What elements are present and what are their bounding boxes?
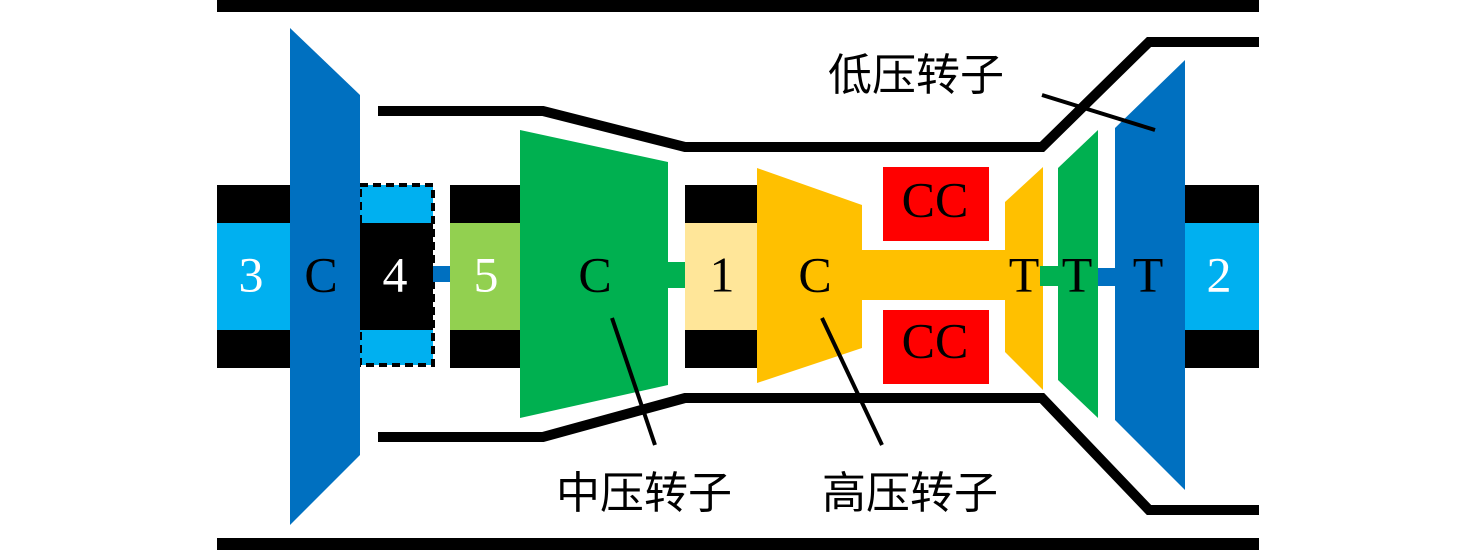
label-lp-compressor: C bbox=[304, 246, 337, 302]
callout-intermediate-pressure-rotor: 中压转子 bbox=[556, 468, 732, 519]
shaft-link-ipc-1 bbox=[665, 262, 687, 288]
ip-compressor bbox=[520, 130, 668, 418]
lp-turbine bbox=[1115, 60, 1185, 490]
label-2: 2 bbox=[1207, 246, 1232, 302]
callout-lines bbox=[610, 93, 1156, 446]
label-1: 1 bbox=[710, 246, 735, 302]
bottom-frame-bar bbox=[217, 538, 1259, 550]
station-1-block bbox=[685, 223, 760, 330]
label-combustor-bottom: CC bbox=[902, 312, 969, 368]
callout-low-pressure-rotor: 低压转子 bbox=[828, 50, 1004, 101]
lp-compressor bbox=[290, 28, 360, 525]
label-ip-turbine: T bbox=[1062, 246, 1093, 302]
label-ip-compressor: C bbox=[578, 246, 611, 302]
top-frame-bar bbox=[217, 0, 1259, 12]
hp-shaft bbox=[860, 250, 1010, 300]
combustor-top bbox=[883, 167, 989, 241]
label-3: 3 bbox=[239, 246, 264, 302]
station-3-block bbox=[217, 223, 295, 330]
station-2-block bbox=[1180, 223, 1259, 330]
label-lp-turbine: T bbox=[1133, 246, 1164, 302]
hp-turbine bbox=[1005, 167, 1043, 390]
label-4: 4 bbox=[383, 246, 408, 302]
combustor-bottom bbox=[883, 310, 989, 384]
shaft-link-4-5 bbox=[433, 266, 450, 282]
callout-high-pressure-rotor: 高压转子 bbox=[822, 468, 998, 519]
ip-turbine bbox=[1058, 130, 1098, 418]
duct-outline bbox=[378, 37, 1259, 515]
hp-compressor bbox=[757, 168, 862, 383]
station-4-block-inner bbox=[360, 223, 433, 330]
label-hp-compressor: C bbox=[798, 246, 831, 302]
label-5: 5 bbox=[474, 246, 499, 302]
shaft-link-hpt-ipt bbox=[1040, 266, 1060, 286]
shaft-link-ipt-lpt bbox=[1096, 268, 1116, 286]
shaft-bands bbox=[217, 185, 1259, 368]
station-5-block bbox=[450, 223, 525, 330]
label-hp-turbine: T bbox=[1009, 246, 1040, 302]
label-combustor-top: CC bbox=[902, 171, 969, 227]
